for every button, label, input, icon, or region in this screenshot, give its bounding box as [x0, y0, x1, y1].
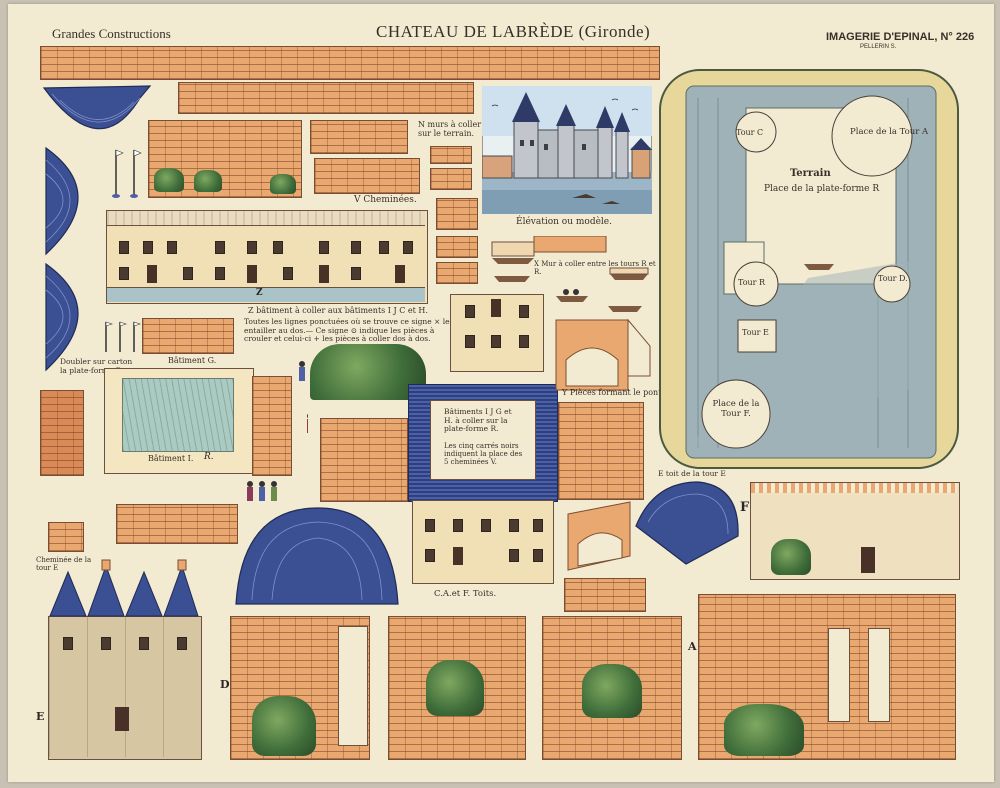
wall-strip-2 — [178, 82, 474, 114]
z-building-label: Z bâtiment à coller aux bâtiments I J C … — [248, 306, 428, 315]
d-wall-opening — [338, 626, 368, 746]
f-wall-letter: F — [740, 500, 750, 515]
chimney-piece-2 — [430, 168, 472, 190]
a-wall-opening-1 — [828, 628, 850, 722]
central-roof-center — [430, 400, 536, 480]
d-wall-tree — [252, 696, 316, 756]
plate-forme-label: Place de la plate-forme R — [764, 184, 880, 194]
flag-poles-mid — [105, 321, 141, 352]
small-facade-9 — [450, 294, 544, 372]
shrub-2 — [194, 170, 222, 192]
z-building-facade — [106, 210, 428, 304]
batiment-g-top — [142, 318, 234, 354]
wall-block-c — [314, 158, 420, 194]
d-wall-letter: D — [220, 678, 230, 691]
tour-c-label: Tour C — [736, 128, 764, 137]
doubler-label: Doubler sur carton la plate-forme R. — [60, 357, 133, 375]
pieces-pont-label: Y Pièces formant le pont. — [562, 388, 664, 397]
series-title: Grandes Constructions — [52, 26, 171, 41]
tour-r-label: Tour R — [738, 278, 766, 287]
tower-roof-fan-mid — [45, 146, 79, 256]
a-wall-tree — [724, 704, 804, 756]
shrub-1 — [154, 168, 184, 192]
tower-roof-fan-top — [42, 85, 152, 130]
boat-pieces — [491, 236, 649, 312]
tour-f-label: Place de la Tour F. — [712, 399, 760, 419]
people-figures — [247, 361, 308, 501]
r-wall-tree — [426, 660, 484, 716]
tour-e-letter: E — [36, 710, 45, 723]
tour-e-facade — [48, 616, 202, 760]
toit-tour-e-label: E toit de la tour E — [658, 469, 726, 478]
shrub-3 — [270, 174, 296, 194]
bridge-pieces-lower — [567, 501, 631, 571]
chimney-piece-1 — [430, 146, 472, 164]
batiments-ijgh-label: Bâtiments I J G et H. à coller sur la pl… — [444, 407, 512, 434]
batiment-i-label: Bâtiment I. — [148, 454, 194, 463]
f-wall-panel — [750, 482, 960, 580]
batiment-g-label: Bâtiment G. — [168, 356, 217, 365]
z-building-letter: Z — [256, 288, 263, 298]
tour-e-label: Tour E — [742, 328, 769, 337]
page-title: CHATEAU DE LABRÈDE (Gironde) — [376, 22, 651, 41]
chimney-piece-5 — [436, 262, 478, 284]
elevation-illustration — [482, 86, 652, 214]
lower-facade — [412, 500, 554, 584]
toit-tour-e-fan — [635, 481, 739, 565]
cinq-carres-label: Les cinq carrés noirs indiquent la place… — [444, 442, 523, 467]
terrain-label: Terrain — [790, 168, 831, 179]
tour-a-label: Place de la Tour A — [850, 127, 929, 137]
cheminee-tour-e-label: Cheminée de la tour E — [36, 556, 92, 573]
a-wall-letter: A — [688, 640, 697, 653]
terrain-base — [659, 69, 959, 469]
r-wall-panel — [388, 616, 526, 760]
instruction-note: Toutes les lignes ponctuées où se trouve… — [244, 317, 454, 344]
tour-e-roofs — [49, 559, 199, 617]
batiment-i-right — [252, 376, 292, 476]
mur-tours-label: X Mur à coller entre les tours R et R. — [534, 260, 656, 277]
publisher-title: IMAGERIE D'EPINAL, N° 226 — [826, 31, 975, 43]
long-wall-strip — [40, 46, 660, 80]
chimney-piece-4 — [436, 236, 478, 258]
murs-coller-label: N murs à coller sur le terrain. — [418, 120, 482, 139]
wall-strip-base — [116, 504, 238, 544]
paper-sheet: Grandes Constructions CHATEAU DE LABRÈDE… — [8, 4, 994, 782]
batiment-i-left — [40, 390, 84, 476]
central-wall-right — [558, 402, 644, 500]
cdf-toits-label: C.A.et F. Toits. — [434, 589, 497, 599]
chimney-piece-3 — [436, 198, 478, 230]
a-wall-panel — [698, 594, 956, 760]
tour-d-label: Tour D. — [878, 274, 908, 283]
cheminees-label: V Cheminées. — [354, 195, 417, 205]
c-wall-tree — [582, 664, 642, 718]
hedge-piece — [310, 344, 426, 400]
central-wall-left — [320, 418, 408, 502]
publisher-subtitle: PELLERIN S. — [860, 44, 897, 50]
chimney-tour-e — [48, 522, 84, 552]
a-wall-opening-2 — [868, 628, 890, 722]
batiment-i-courtyard — [122, 378, 234, 452]
bridge-pieces-top — [555, 318, 651, 391]
small-wall-strip — [564, 578, 646, 612]
elevation-label: Élévation ou modèle. — [516, 217, 612, 227]
tower-roof-fan-low — [45, 262, 79, 372]
wall-block-b — [310, 120, 408, 154]
large-roof-fan — [235, 507, 399, 605]
batiment-r-label: R. — [204, 452, 214, 462]
flag-poles-top — [112, 149, 142, 198]
